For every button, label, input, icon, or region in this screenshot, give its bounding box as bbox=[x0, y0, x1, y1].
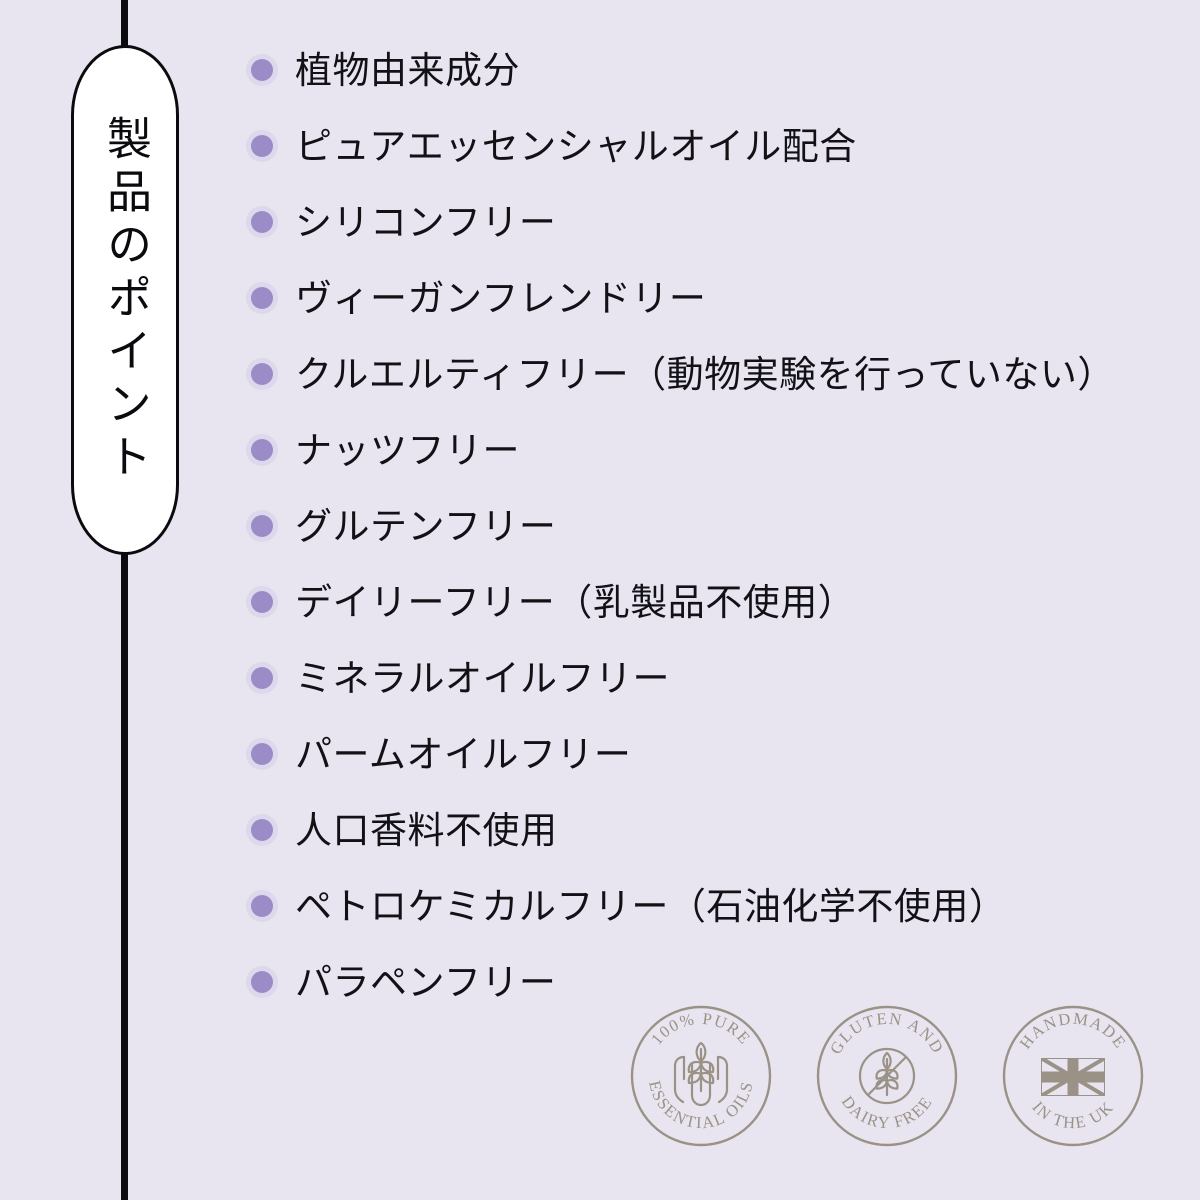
list-item: ピュアエッセンシャルオイル配合 bbox=[245, 108, 1175, 184]
list-item: ペトロケミカルフリー（石油化学不使用） bbox=[245, 868, 1175, 944]
bullet-dot-icon bbox=[245, 205, 279, 239]
bullet-dot-icon bbox=[245, 737, 279, 771]
list-item: ナッツフリー bbox=[245, 412, 1175, 488]
union-jack-flag-icon bbox=[1041, 1058, 1105, 1096]
bullet-dot-icon bbox=[245, 661, 279, 695]
certification-seal-row: 100% PURE ESSENTIAL OILS bbox=[628, 1003, 1148, 1153]
list-item: ヴィーガンフレンドリー bbox=[245, 260, 1175, 336]
seal-graphic: GLUTEN AND DAIRY FREE bbox=[816, 1005, 958, 1147]
product-points-title: 製品のポイント bbox=[99, 114, 153, 486]
product-points-badge: 製品のポイント bbox=[71, 45, 179, 555]
seal-ring bbox=[630, 1005, 772, 1147]
list-item-label: ペトロケミカルフリー（石油化学不使用） bbox=[295, 884, 1007, 928]
product-points-list: 植物由来成分ピュアエッセンシャルオイル配合シリコンフリーヴィーガンフレンドリーク… bbox=[245, 32, 1175, 1020]
bullet-dot-icon bbox=[245, 585, 279, 619]
list-item-label: パラペンフリー bbox=[295, 960, 557, 1004]
list-item-label: 人口香料不使用 bbox=[295, 808, 558, 852]
bullet-dot-icon bbox=[245, 129, 279, 163]
bullet-dot-icon bbox=[245, 433, 279, 467]
seal-gluten-dairy-free: GLUTEN AND DAIRY FREE bbox=[814, 1003, 960, 1149]
list-item: 人口香料不使用 bbox=[245, 792, 1175, 868]
list-item: シリコンフリー bbox=[245, 184, 1175, 260]
bullet-dot-icon bbox=[245, 53, 279, 87]
bullet-dot-icon bbox=[245, 509, 279, 543]
list-item-label: クルエルティフリー（動物実験を行っていない） bbox=[295, 352, 1115, 396]
list-item-label: 植物由来成分 bbox=[295, 48, 520, 92]
list-item-label: ナッツフリー bbox=[295, 428, 520, 472]
list-item-label: グルテンフリー bbox=[295, 504, 557, 548]
bullet-dot-icon bbox=[245, 281, 279, 315]
seal-graphic: 100% PURE ESSENTIAL OILS bbox=[630, 1005, 772, 1147]
bullet-dot-icon bbox=[245, 889, 279, 923]
list-item-label: ヴィーガンフレンドリー bbox=[295, 276, 707, 320]
seal-ring bbox=[816, 1005, 958, 1147]
seal-pure-essential-oils: 100% PURE ESSENTIAL OILS bbox=[628, 1003, 774, 1149]
seal-top-text: HANDMADE bbox=[1016, 1009, 1131, 1053]
list-item-label: ピュアエッセンシャルオイル配合 bbox=[295, 124, 857, 168]
no-wheat-icon bbox=[858, 1047, 916, 1105]
seal-graphic: HANDMADE IN THE UK bbox=[1002, 1005, 1144, 1147]
list-item: パラペンフリー bbox=[245, 944, 1175, 1020]
vertical-spine-line bbox=[121, 0, 128, 1200]
list-item-label: パームオイルフリー bbox=[295, 732, 632, 776]
list-item-label: ミネラルオイルフリー bbox=[295, 656, 670, 700]
seal-bottom-text: DAIRY FREE bbox=[838, 1092, 936, 1132]
seal-ring bbox=[1002, 1005, 1144, 1147]
bullet-dot-icon bbox=[245, 357, 279, 391]
list-item-label: シリコンフリー bbox=[295, 200, 557, 244]
list-item-label: デイリーフリー（乳製品不使用） bbox=[295, 580, 856, 624]
bullet-dot-icon bbox=[245, 965, 279, 999]
list-item: 植物由来成分 bbox=[245, 32, 1175, 108]
hands-holding-wheat-icon bbox=[673, 1041, 729, 1107]
seal-bottom-text: IN THE UK bbox=[1028, 1097, 1117, 1132]
list-item: クルエルティフリー（動物実験を行っていない） bbox=[245, 336, 1175, 412]
seal-handmade-uk: HANDMADE IN THE UK bbox=[1000, 1003, 1146, 1149]
bullet-dot-icon bbox=[245, 813, 279, 847]
list-item: パームオイルフリー bbox=[245, 716, 1175, 792]
list-item: デイリーフリー（乳製品不使用） bbox=[245, 564, 1175, 640]
list-item: ミネラルオイルフリー bbox=[245, 640, 1175, 716]
list-item: グルテンフリー bbox=[245, 488, 1175, 564]
